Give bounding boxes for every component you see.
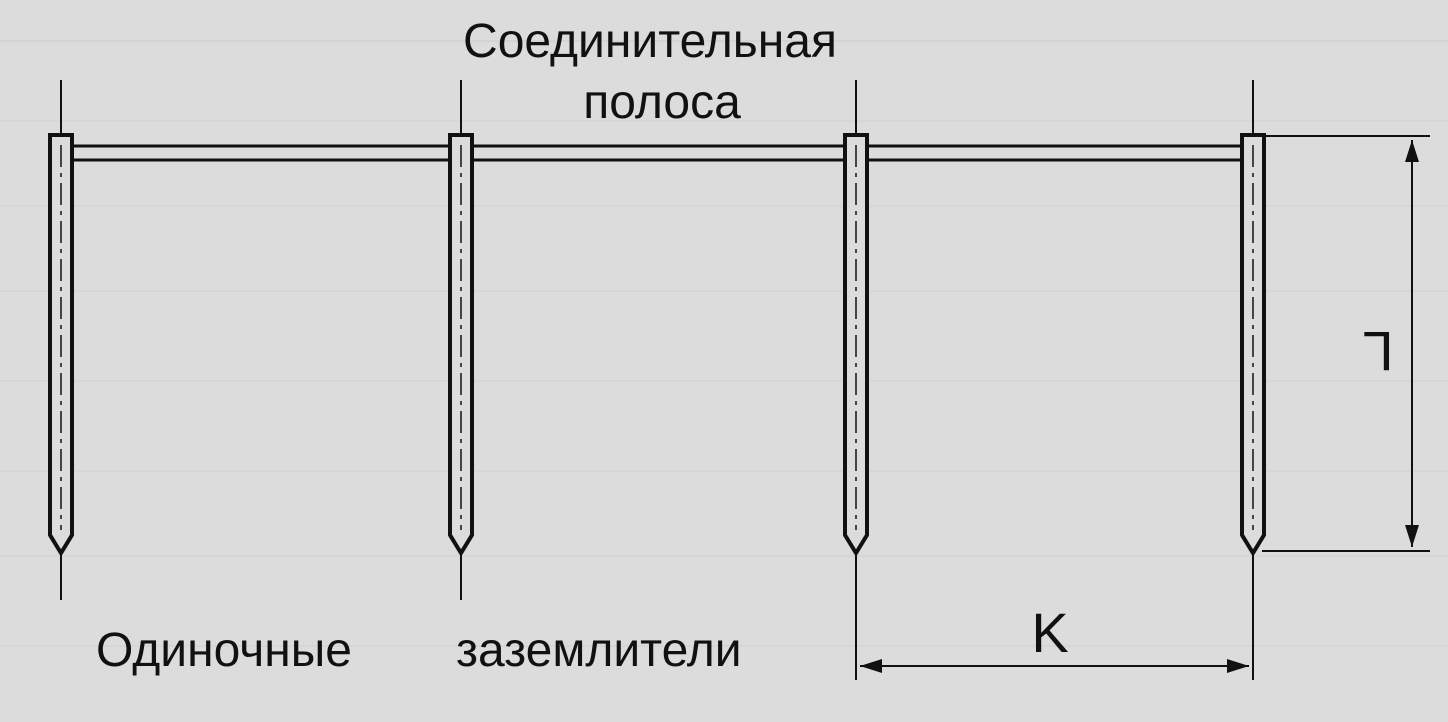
electrode-rod-4	[1240, 80, 1266, 680]
electrode-rod-2	[448, 80, 474, 600]
spacing-label: K	[1031, 601, 1068, 664]
electrode-rod-1	[48, 80, 74, 600]
electrode-rod-3	[843, 80, 869, 680]
strip-label-line1: Соединительная	[463, 15, 837, 68]
electrodes-label-1: Одиночные	[96, 624, 352, 677]
electrodes-label-2: заземлители	[456, 624, 742, 677]
strip-label-line2: полоса	[583, 76, 741, 129]
length-dimension	[1262, 135, 1430, 552]
spacing-dimension	[860, 659, 1249, 673]
length-label: L	[1362, 320, 1393, 383]
connecting-strip	[70, 144, 1246, 162]
